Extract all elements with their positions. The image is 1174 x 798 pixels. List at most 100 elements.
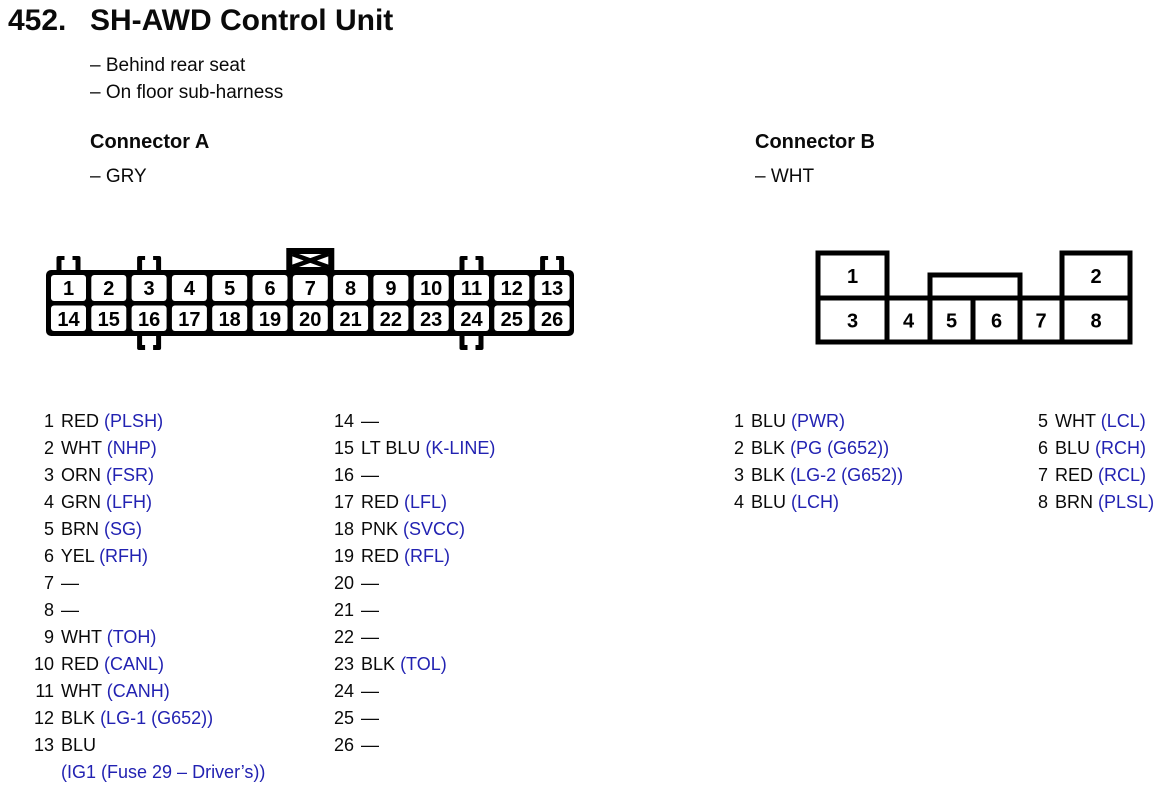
connector-a-cell-number: 15 (98, 309, 120, 331)
pin-wire-color: RED (361, 546, 400, 566)
pin-signal: (K-LINE) (425, 438, 496, 458)
connector-a-cell-number: 23 (420, 309, 442, 331)
connector-a-color-note: – GRY (90, 166, 147, 187)
pin-signal: (SG) (104, 519, 143, 539)
pin-number: 21 (333, 600, 354, 620)
connector-b-pin-list-5-8: 5 WHT (LCL) 6 BLU (RCH) 7 RED (RCL) 8 BR… (1022, 408, 1154, 516)
location-note-2: – On floor sub-harness (90, 82, 284, 103)
pin-number: 19 (333, 546, 354, 566)
pin-wire-color: BLK (61, 708, 96, 728)
pin-number: 8 (43, 600, 54, 620)
pin-number: 1 (43, 411, 54, 431)
pin-signal: (RCL) (1098, 465, 1147, 485)
pin-wire-color: BRN (1055, 492, 1094, 512)
pin-signal: (FSR) (106, 465, 155, 485)
pin-row-b1: 1 BLU (PWR) (718, 408, 903, 435)
pin-wire-color: YEL (60, 546, 95, 566)
pin-number: 17 (333, 492, 354, 512)
pin-number: 3 (43, 465, 54, 485)
connector-a-bottom-tab-notches (142, 336, 479, 351)
pin-signal: (LG-2 (G652)) (790, 465, 904, 485)
connector-a-cell-number: 17 (178, 309, 200, 331)
connector-b-cell-number: 6 (991, 311, 1002, 333)
connector-a-header: Connector A (90, 131, 210, 153)
pin-number: 12 (33, 708, 54, 728)
pin-wire-color: BLU (751, 492, 787, 512)
connector-a-cell-number: 24 (460, 309, 483, 331)
pin-row-a24: 24 — (328, 678, 495, 705)
pin-signal: (PWR) (791, 411, 846, 431)
pin-row-a19: 19 RED (RFL) (328, 543, 495, 570)
connector-a-cell-number: 25 (501, 309, 523, 331)
pin-number: 22 (333, 627, 354, 647)
pin-signal: (SVCC) (403, 519, 466, 539)
pin-row-a13: 13 BLU(IG1 (Fuse 29 – Driver’s)) (28, 732, 265, 786)
connector-a-cell-number: 9 (385, 278, 396, 300)
connector-b-cell-number: 2 (1090, 266, 1101, 288)
pin-row-a8: 8 — (28, 597, 265, 624)
connector-b-cell-number: 7 (1035, 311, 1046, 333)
pin-number: 9 (43, 627, 54, 647)
pin-signal: (LG-1 (G652)) (100, 708, 214, 728)
connector-a-diagram: 1 2 3 4 5 6 7 8 9 10 11 12 13 14 15 16 1… (46, 248, 574, 351)
pin-signal: (PLSH) (104, 411, 164, 431)
connector-b-cell-numbers: 1 2 3 4 5 6 7 8 (847, 266, 1102, 333)
connector-a-cell-number: 3 (144, 278, 155, 300)
pin-wire-color: LT BLU (361, 438, 421, 458)
pin-wire-color: — (61, 600, 80, 620)
pin-wire-color: BLK (361, 654, 396, 674)
location-note-1: – Behind rear seat (90, 55, 246, 76)
pin-number: 24 (333, 681, 354, 701)
connector-b-cell-number: 8 (1090, 311, 1101, 333)
pin-row-a6: 6 YEL (RFH) (28, 543, 265, 570)
connector-b-cell-number: 1 (847, 266, 858, 288)
pin-wire-color: BLU (61, 735, 97, 755)
pin-row-a25: 25 — (328, 705, 495, 732)
connector-a-cell-number: 21 (339, 309, 361, 331)
pin-number: 16 (333, 465, 354, 485)
connector-a-pin-list-1-13: 1 RED (PLSH) 2 WHT (NHP) 3 ORN (FSR) 4 G… (28, 408, 265, 786)
connector-a-cell-number: 22 (380, 309, 402, 331)
connector-b-key-tab (927, 272, 1023, 301)
pin-number: 5 (1037, 411, 1048, 431)
connector-b-diagram: 1 2 3 4 5 6 7 8 (815, 250, 1133, 345)
page-title: 452.SH-AWD Control Unit (8, 4, 393, 38)
pin-wire-color: — (361, 681, 380, 701)
pin-row-a1: 1 RED (PLSH) (28, 408, 265, 435)
pin-wire-color: — (361, 573, 380, 593)
pin-row-a9: 9 WHT (TOH) (28, 624, 265, 651)
connector-b-cell-number: 4 (903, 311, 915, 333)
connector-a-bottom-tabs (137, 334, 484, 350)
pin-row-a21: 21 — (328, 597, 495, 624)
connector-a-cell-number: 14 (57, 309, 80, 331)
pin-wire-color: — (361, 465, 380, 485)
pin-wire-color: — (361, 735, 380, 755)
pin-signal: (IG1 (Fuse 29 – Driver’s)) (61, 762, 266, 782)
pin-number: 14 (333, 411, 354, 431)
pin-wire-color: — (361, 627, 380, 647)
pin-row-a7: 7 — (28, 570, 265, 597)
pin-signal: (NHP) (106, 438, 157, 458)
connector-a-cell-number: 5 (224, 278, 235, 300)
pin-wire-color: WHT (1055, 411, 1096, 431)
pin-signal: (LCH) (791, 492, 840, 512)
location-notes: – Behind rear seat – On floor sub-harnes… (90, 52, 283, 106)
pin-row-a2: 2 WHT (NHP) (28, 435, 265, 462)
connector-a-cell-number: 10 (420, 278, 442, 300)
pin-row-b4: 4 BLU (LCH) (718, 489, 903, 516)
connector-a-cell-number: 13 (541, 278, 563, 300)
pin-row-b8: 8 BRN (PLSL) (1022, 489, 1154, 516)
connector-a-cell-number: 8 (345, 278, 356, 300)
pin-signal: (TOH) (106, 627, 157, 647)
pin-row-a17: 17 RED (LFL) (328, 489, 495, 516)
pin-signal: (CANH) (106, 681, 170, 701)
pin-signal: (LFL) (404, 492, 448, 512)
pin-wire-color: PNK (361, 519, 399, 539)
connector-a-cell-number: 19 (259, 309, 281, 331)
pin-number: 23 (333, 654, 354, 674)
pin-wire-color: WHT (61, 438, 102, 458)
connector-b-cell-number: 3 (847, 311, 858, 333)
pin-row-a23: 23 BLK (TOL) (328, 651, 495, 678)
pin-wire-color: ORN (61, 465, 102, 485)
connector-b-cells (815, 250, 1133, 345)
